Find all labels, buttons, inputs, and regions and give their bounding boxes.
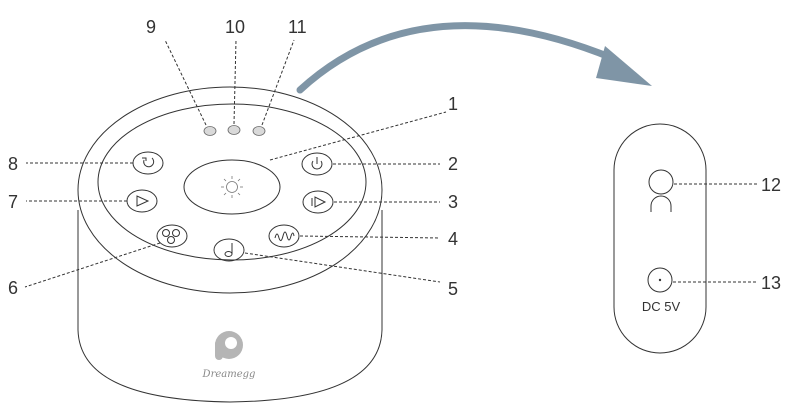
arrow-to-rear-panel xyxy=(300,26,652,90)
callout-1: 1 xyxy=(448,94,458,114)
callout-2: 2 xyxy=(448,154,458,174)
indicator-light-9 xyxy=(204,127,216,136)
brand-name: Dreamegg xyxy=(202,369,256,380)
power-button[interactable] xyxy=(302,153,332,175)
wave-icon xyxy=(275,232,294,241)
volume-up-icon xyxy=(312,197,325,207)
callout-9: 9 xyxy=(146,17,156,37)
callout-10: 10 xyxy=(225,17,245,37)
callout-4: 4 xyxy=(448,229,458,249)
callout-5: 5 xyxy=(448,279,458,299)
rear-panel: DC 5V xyxy=(614,124,706,353)
volume-up-button[interactable] xyxy=(303,191,333,213)
leader-lines xyxy=(25,40,446,287)
headphone-icon xyxy=(651,196,671,212)
fan-icon xyxy=(163,230,180,244)
callout-8: 8 xyxy=(8,154,18,174)
indicator-light-11 xyxy=(253,127,265,136)
dc-power-jack[interactable] xyxy=(648,268,672,292)
light-panel[interactable] xyxy=(184,160,280,214)
callout-3: 3 xyxy=(448,192,458,212)
sun-icon xyxy=(221,176,243,198)
timer-button[interactable] xyxy=(133,152,163,174)
volume-down-button[interactable] xyxy=(127,190,157,212)
callout-13: 13 xyxy=(761,273,781,293)
brand-logo xyxy=(215,331,243,360)
sound-wave-button[interactable] xyxy=(269,225,299,247)
callout-6: 6 xyxy=(8,278,18,298)
volume-down-icon xyxy=(137,196,148,206)
power-jack-label: DC 5V xyxy=(642,299,681,314)
fan-button[interactable] xyxy=(157,225,187,247)
headphone-jack[interactable] xyxy=(649,170,673,212)
callout-12: 12 xyxy=(761,175,781,195)
music-note-icon xyxy=(225,243,232,257)
callout-11: 11 xyxy=(288,17,307,37)
indicator-light-10 xyxy=(228,126,240,135)
callout-7: 7 xyxy=(8,192,18,212)
power-icon xyxy=(312,157,322,169)
music-button[interactable] xyxy=(214,239,244,261)
indicator-lights xyxy=(204,126,265,136)
timer-icon xyxy=(142,158,154,167)
